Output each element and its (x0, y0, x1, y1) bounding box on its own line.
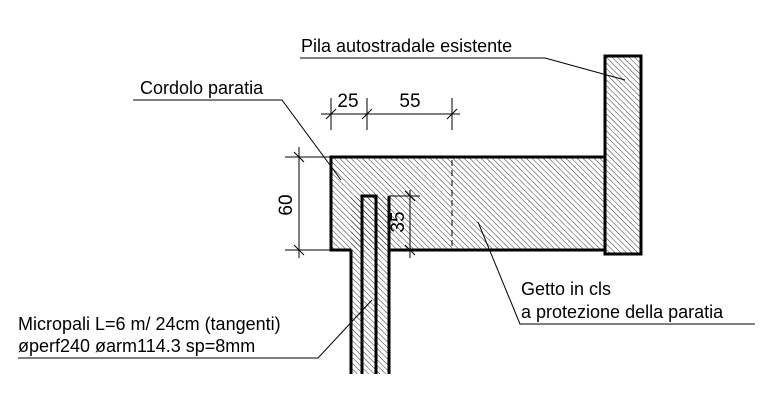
leader-piles (18, 299, 373, 359)
label-pier: Pila autostradale esistente (301, 36, 512, 56)
leader-curb (133, 99, 342, 181)
leader-pier (300, 57, 626, 81)
label-piles-line1: Micropali L=6 m/ 24cm (tangenti) (18, 314, 281, 334)
dim-25-label: 25 (337, 91, 358, 112)
dim-60-label: 60 (276, 194, 297, 215)
label-cast-line1: Getto in cls (521, 279, 611, 299)
micropiles (349, 194, 391, 374)
dimension-35: 35 (388, 190, 420, 258)
dim-35-label: 35 (388, 211, 409, 232)
dimension-top: 25 55 (321, 91, 460, 130)
label-piles-line2: øperf240 øarm114.3 sp=8mm (18, 336, 255, 356)
dim-55-label: 55 (399, 91, 420, 112)
label-curb: Cordolo paratia (140, 78, 264, 98)
leader-cast (477, 221, 755, 325)
dimension-60: 60 (276, 147, 331, 258)
pier-block (603, 54, 643, 256)
label-cast-line2: a protezione della paratia (521, 302, 724, 322)
